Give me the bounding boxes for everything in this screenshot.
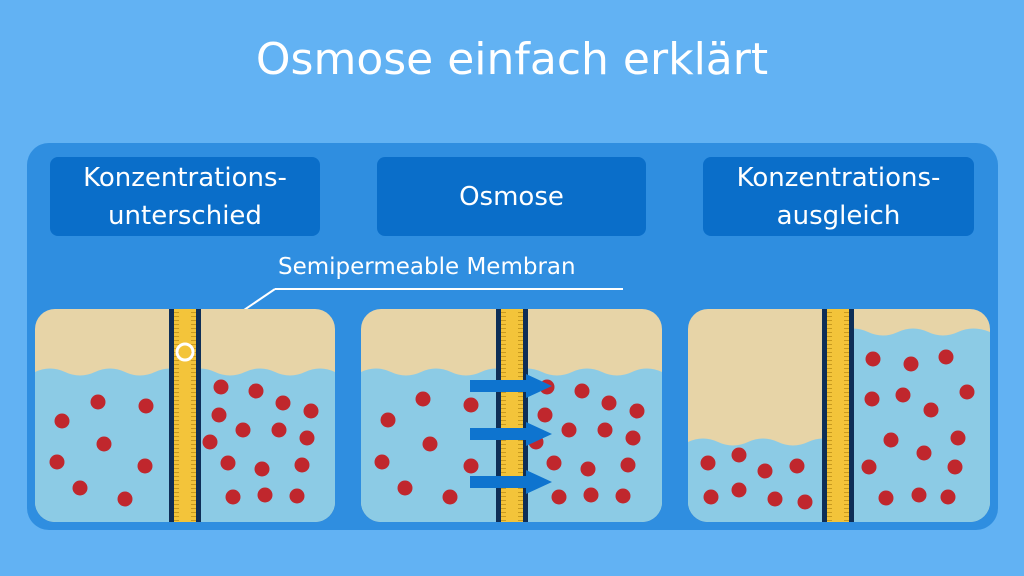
solute-particles-left: [374, 391, 479, 505]
page-title: Osmose einfach erklärt: [255, 34, 769, 85]
solute-particles-right: [861, 349, 975, 506]
beaker-osmosis: [361, 309, 662, 522]
arrow-right-icon: [470, 374, 552, 398]
solute-particles-left: [49, 394, 154, 507]
solute-particles-right: [528, 379, 645, 505]
semipermeable-membrane: [822, 309, 854, 522]
water-right: [185, 368, 335, 522]
semipermeable-membrane: [169, 309, 201, 522]
stage-label-concentration-equalization: Konzentrations- ausgleich: [703, 157, 974, 236]
arrow-right-icon: [470, 470, 552, 494]
semipermeable-membrane: [496, 309, 528, 522]
water-left-low: [688, 438, 838, 522]
beaker-concentration-difference: [35, 309, 335, 522]
solute-particles-left: [700, 447, 813, 510]
stage-label-osmosis: Osmose: [377, 157, 646, 236]
membrane-highlight-circle: [175, 342, 195, 362]
stage-label-concentration-difference: Konzentrations- unterschied: [50, 157, 320, 236]
beaker-concentration-equalization: [688, 309, 990, 522]
solute-particles-right: [202, 379, 319, 505]
water-right: [512, 368, 662, 522]
arrow-right-icon: [470, 422, 552, 446]
membrane-annotation-label: Semipermeable Membran: [278, 254, 576, 280]
